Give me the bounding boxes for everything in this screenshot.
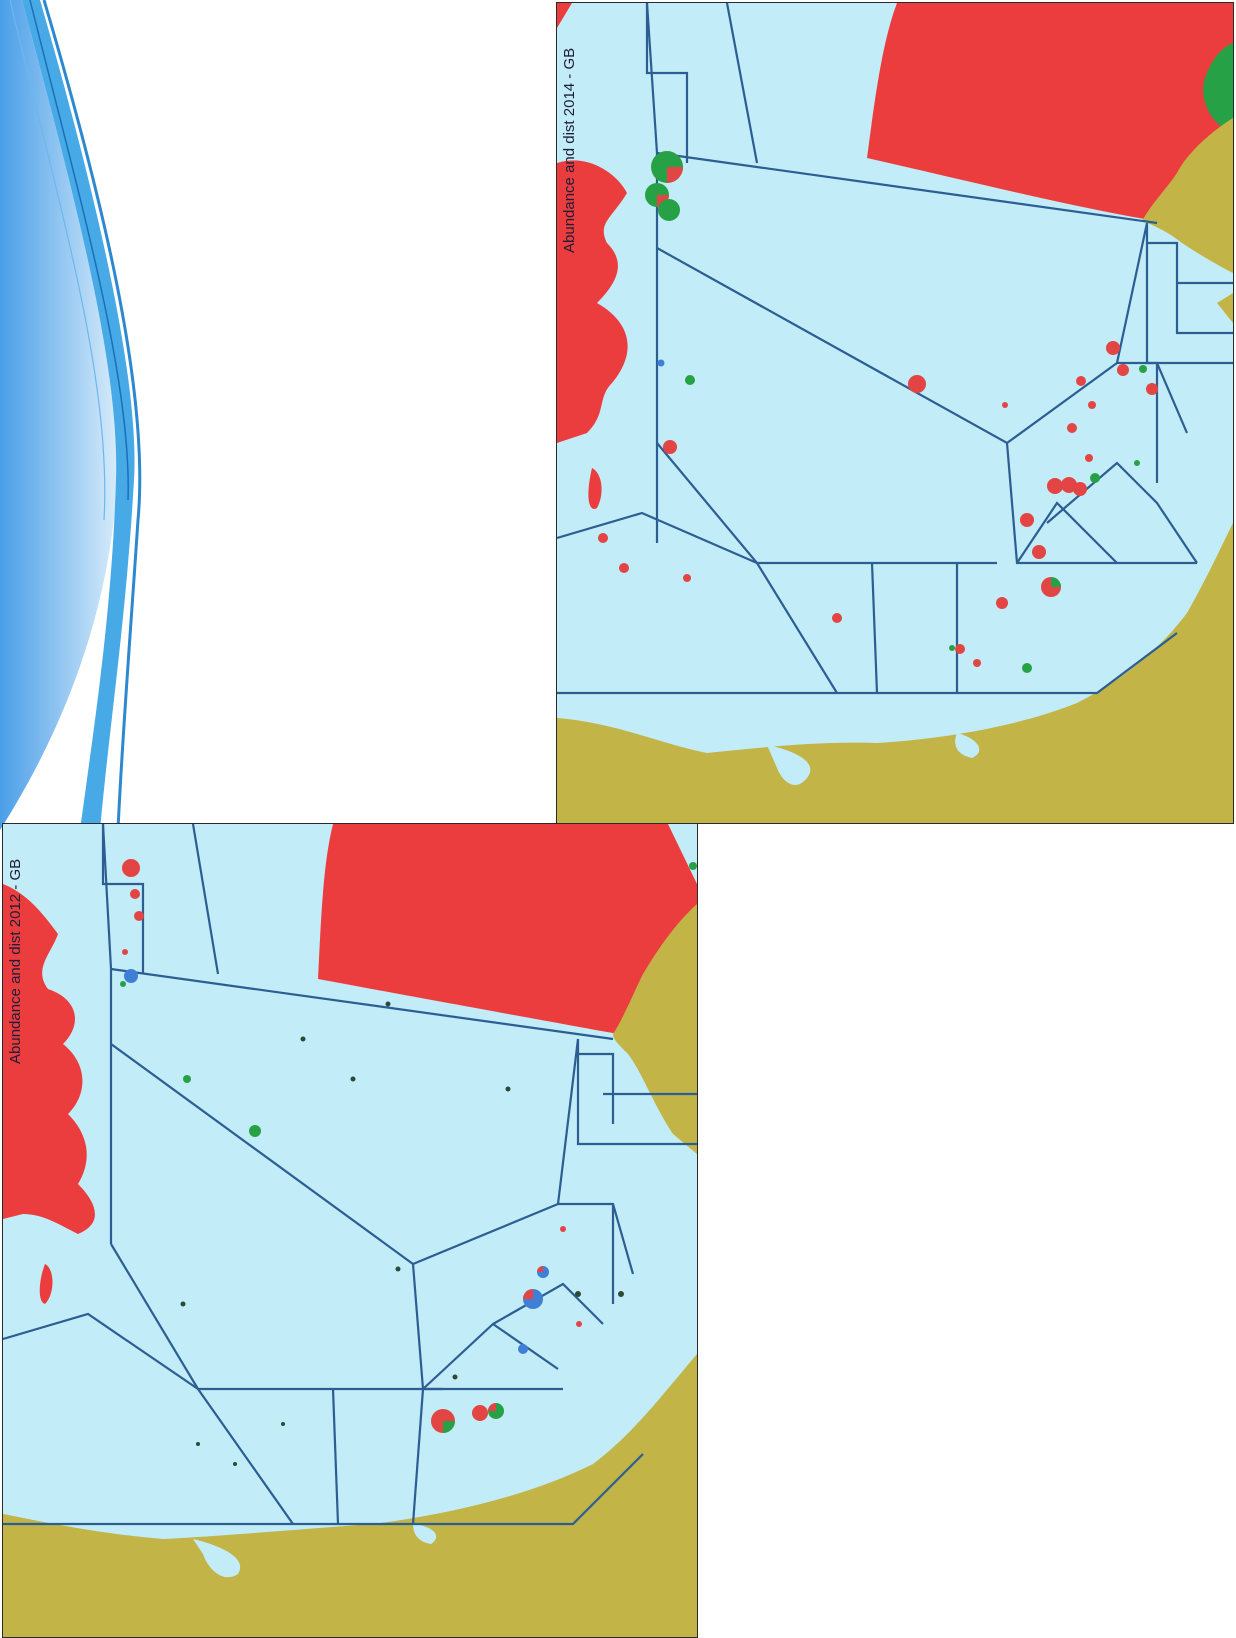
abundance-map-2014[interactable]: Abundance and dist 2014 - GB bbox=[556, 2, 1234, 824]
land-northeast bbox=[613, 904, 697, 1154]
abundance-markers bbox=[120, 859, 697, 1466]
green-marker-edge bbox=[1203, 43, 1233, 133]
abundance-map-2012[interactable]: Abundance and dist 2012 - GB bbox=[2, 823, 698, 1638]
decorative-ribbon bbox=[0, 0, 142, 830]
closed-area-corner bbox=[557, 3, 572, 28]
map-title-2014: Abundance and dist 2014 - GB bbox=[561, 47, 578, 253]
land-islet bbox=[1217, 293, 1233, 323]
ices-boundaries bbox=[557, 3, 1233, 695]
map-title-2012: Abundance and dist 2012 - GB bbox=[7, 858, 24, 1064]
closed-area-west bbox=[557, 160, 628, 443]
closed-area-west-small bbox=[39, 1264, 53, 1304]
map-2012-canvas bbox=[3, 824, 697, 1637]
closed-area-west bbox=[3, 884, 95, 1234]
land-south bbox=[3, 1354, 697, 1637]
ices-boundaries bbox=[3, 824, 697, 1526]
closed-area-north bbox=[867, 3, 1233, 223]
inlet-south bbox=[767, 745, 811, 785]
inlet-south-2 bbox=[955, 733, 980, 758]
map-2014-canvas bbox=[557, 3, 1233, 823]
land-northeast bbox=[1142, 118, 1233, 273]
land-south bbox=[557, 523, 1233, 823]
inlet-south-2 bbox=[413, 1524, 437, 1544]
closed-area-north bbox=[318, 824, 697, 1034]
closed-area-west-small bbox=[588, 468, 602, 509]
abundance-markers bbox=[598, 151, 1158, 673]
inlet-south bbox=[193, 1539, 241, 1578]
